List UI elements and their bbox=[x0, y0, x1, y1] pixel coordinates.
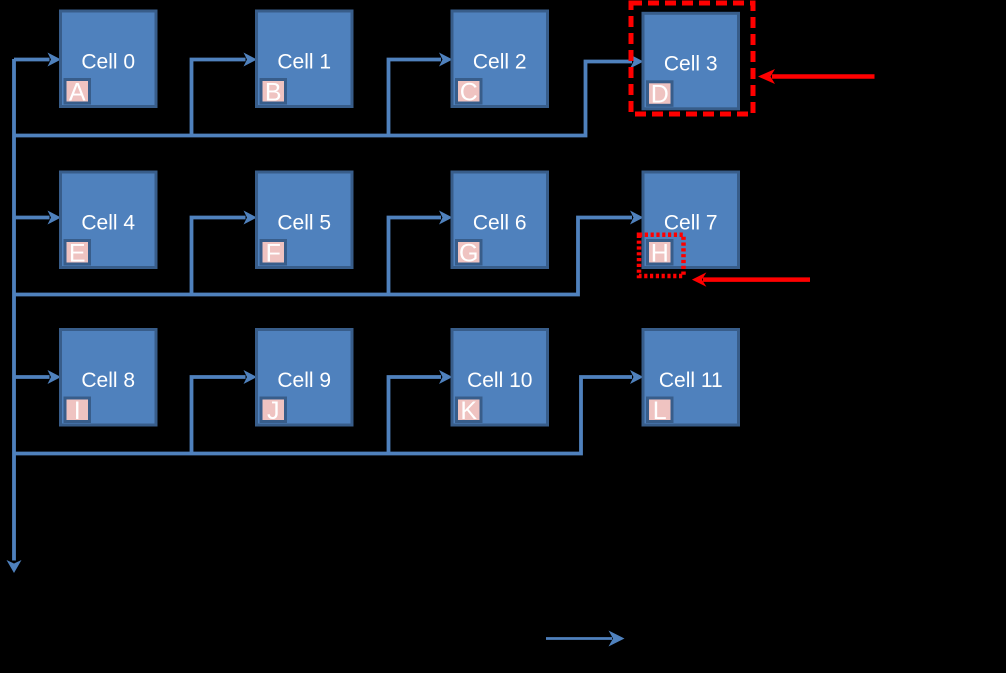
svg-text:C: C bbox=[460, 78, 478, 106]
svg-text:Cell 5: Cell 5 bbox=[277, 211, 331, 234]
svg-text:A: A bbox=[69, 78, 86, 106]
svg-text:Cell 1: Cell 1 bbox=[277, 50, 331, 73]
svg-text:B: B bbox=[265, 78, 282, 106]
svg-text:H: H bbox=[651, 239, 669, 267]
svg-text:Cell 0: Cell 0 bbox=[81, 50, 135, 73]
svg-text:J: J bbox=[267, 397, 280, 425]
svg-text:Cell 9: Cell 9 bbox=[277, 369, 331, 392]
svg-text:Cell 4: Cell 4 bbox=[81, 211, 135, 234]
svg-text:L: L bbox=[653, 397, 667, 425]
svg-text:Cell 6: Cell 6 bbox=[473, 211, 527, 234]
svg-text:Cell 8: Cell 8 bbox=[81, 369, 135, 392]
svg-text:Cell 2: Cell 2 bbox=[473, 50, 527, 73]
svg-text:E: E bbox=[69, 239, 86, 267]
svg-text:G: G bbox=[459, 239, 478, 267]
svg-text:I: I bbox=[74, 397, 81, 425]
svg-text:F: F bbox=[266, 239, 281, 267]
svg-text:K: K bbox=[460, 397, 477, 425]
svg-text:Cell 7: Cell 7 bbox=[664, 211, 718, 234]
svg-text:Cell 11: Cell 11 bbox=[659, 369, 723, 392]
svg-text:Cell 10: Cell 10 bbox=[467, 369, 532, 392]
svg-text:Cell 3: Cell 3 bbox=[664, 53, 718, 76]
svg-text:D: D bbox=[651, 81, 669, 109]
